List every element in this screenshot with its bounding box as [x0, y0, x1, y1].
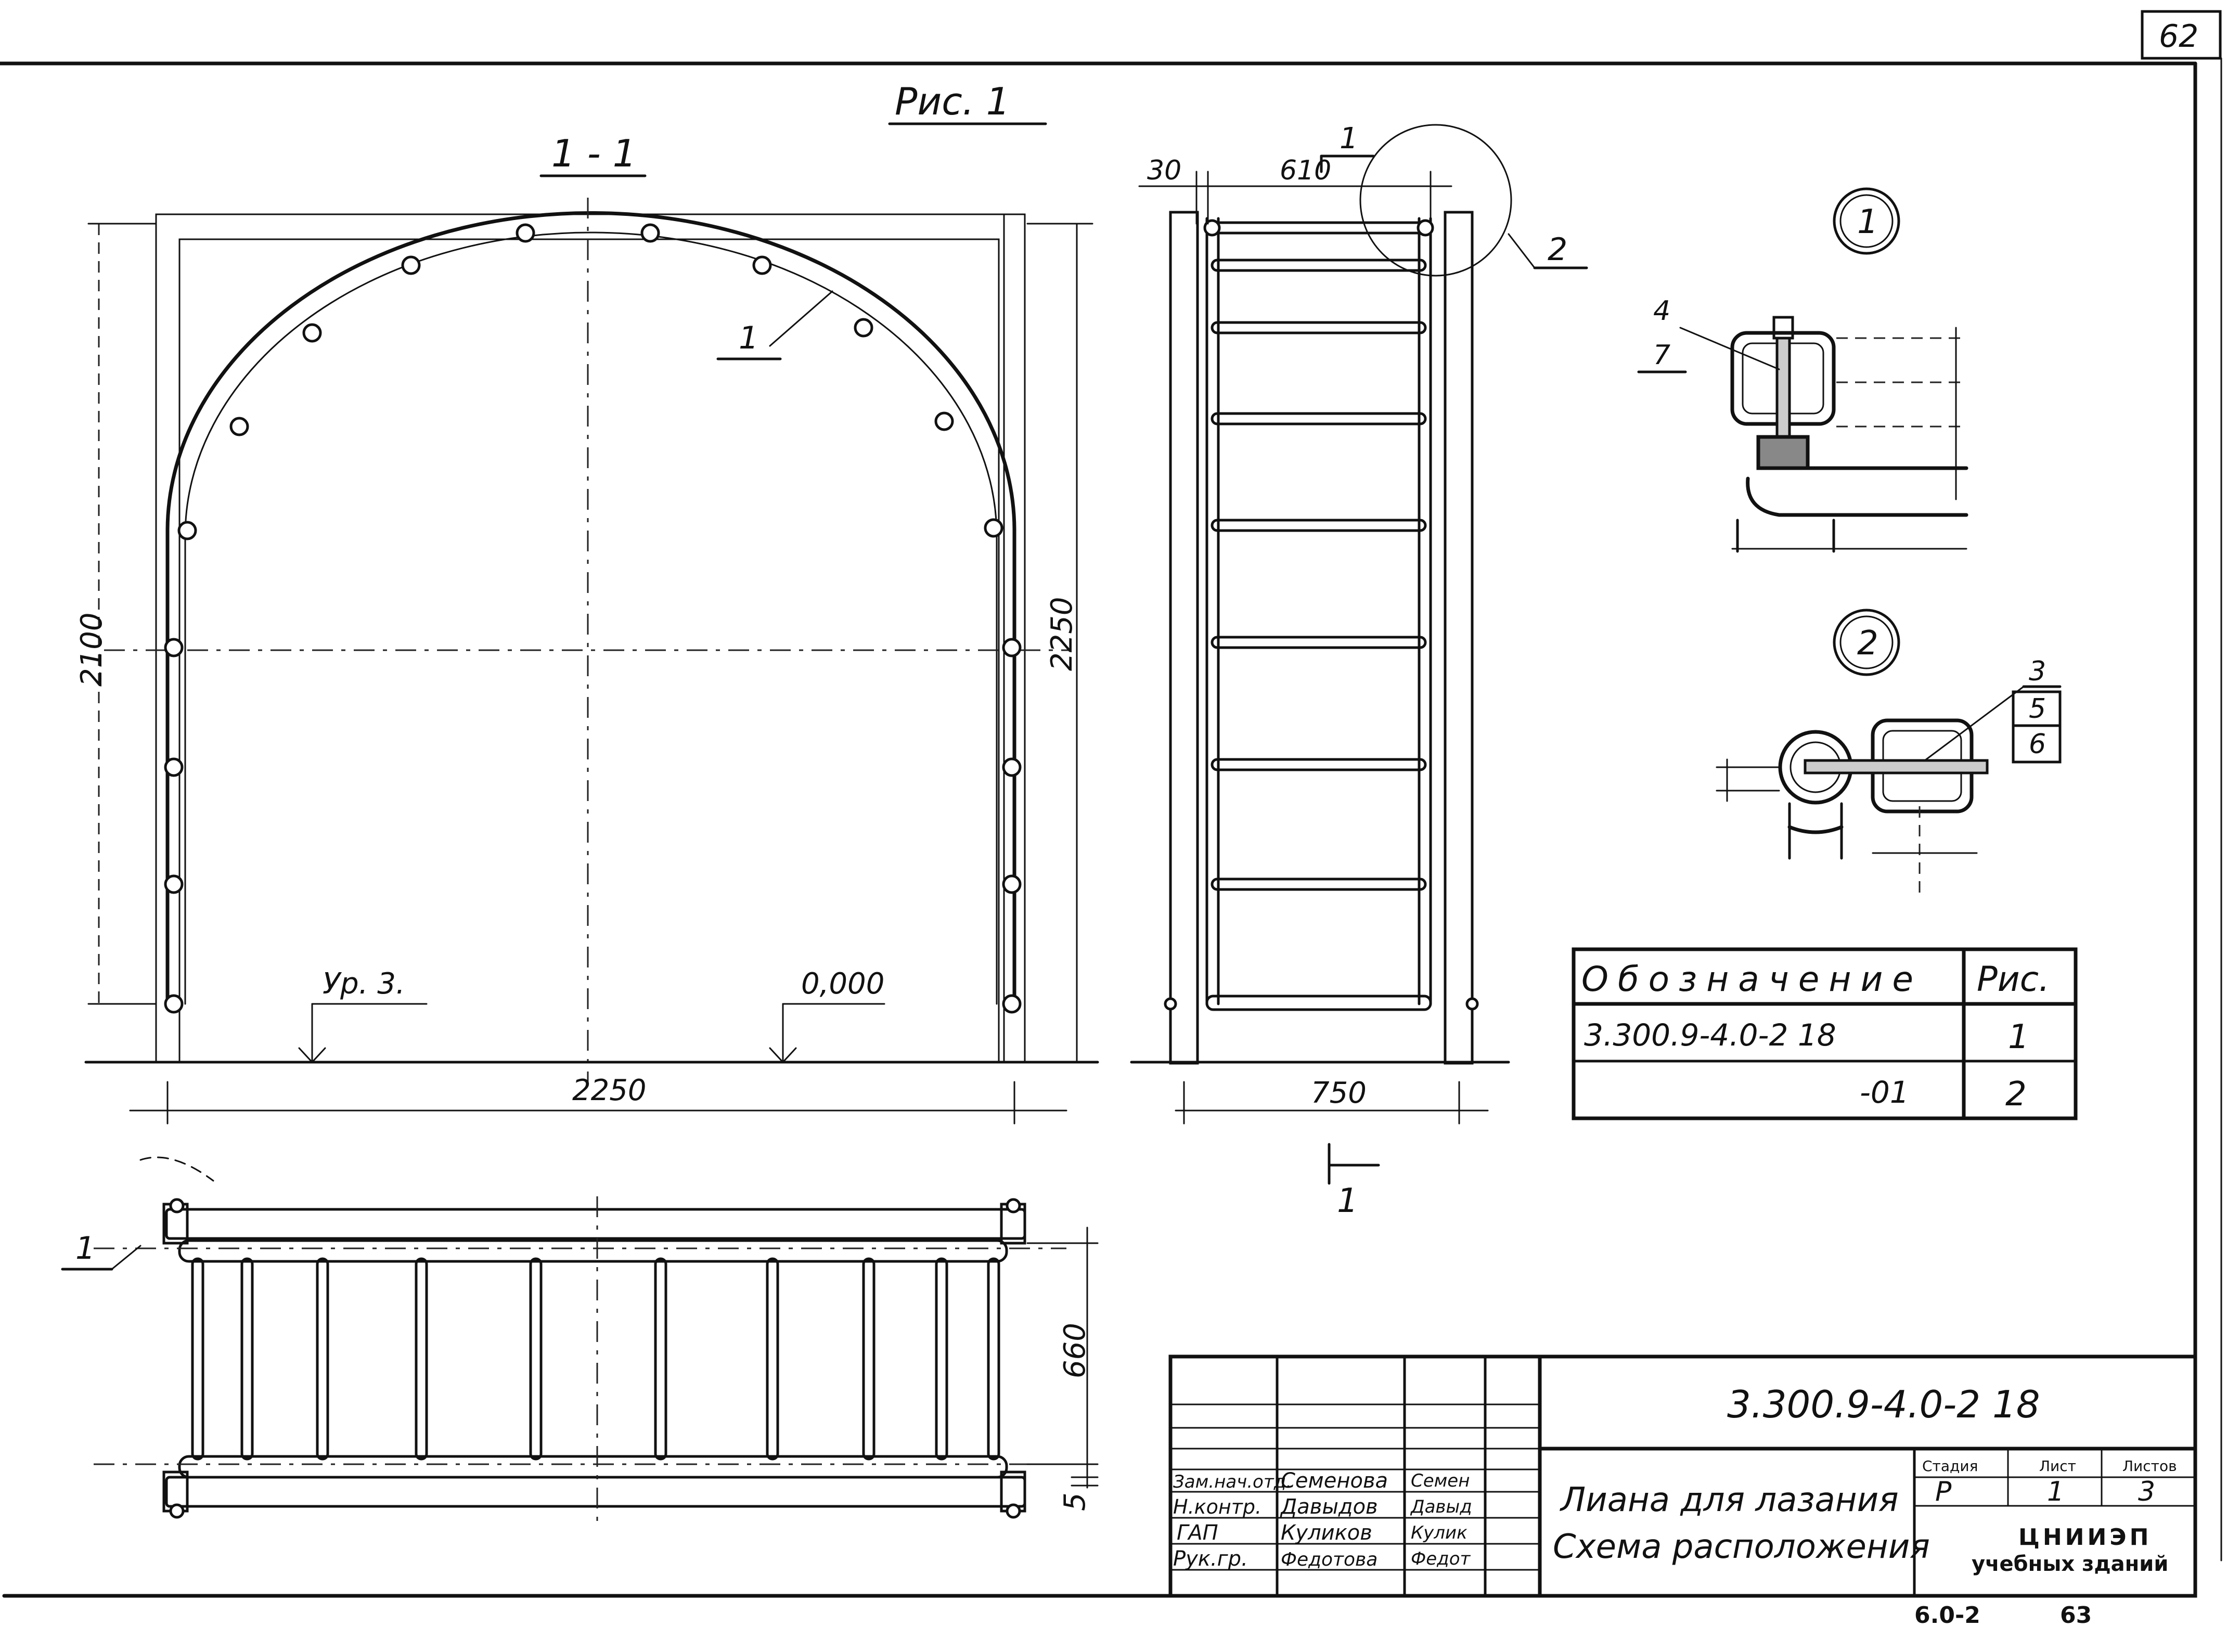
- signer-name-3: Куликов: [1281, 1521, 1372, 1545]
- table-row-2-fig: 2: [2005, 1075, 2027, 1114]
- signer-signature-2: Давыд: [1410, 1496, 1472, 1517]
- detail-node-2: 2 3 5 6: [1716, 609, 2062, 895]
- sheets-value: 3: [2138, 1476, 2155, 1507]
- sheet-frame: [0, 10, 2222, 1598]
- sheet-number-top: 62: [2159, 18, 2198, 55]
- plan-rungs: [191, 1257, 1000, 1461]
- signer-role-4: Рук.гр.: [1173, 1547, 1248, 1571]
- signer-name-1: Семенова: [1281, 1469, 1388, 1493]
- footer-right: 63: [2060, 1602, 2092, 1629]
- detail-1-pos-7: 7: [1653, 340, 1670, 371]
- table-header-designation: Обозначение: [1581, 959, 1923, 999]
- title-block: 3.300.9-4.0-2 18 Лиана для лазания Схема…: [1168, 1354, 2197, 1598]
- signer-role-3: ГАП: [1177, 1521, 1218, 1545]
- dim-height-right: 2250: [1045, 597, 1079, 671]
- plan-view: 1 660 5: [61, 1156, 1099, 1524]
- arch-bolts: [164, 223, 1022, 1014]
- table-row-1-designation: 3.300.9-4.0-2 18: [1584, 1017, 1836, 1053]
- detail-node-1: 1 4 7: [1637, 187, 1968, 553]
- signer-name-2: Давыдов: [1280, 1495, 1378, 1519]
- dim-top-610: 610: [1280, 155, 1331, 186]
- signer-signature-1: Семен: [1411, 1470, 1470, 1491]
- dim-top-30: 30: [1147, 155, 1181, 186]
- side-view: 2 30 610 1 750 1: [1130, 122, 1588, 1220]
- sheets-header: Листов: [2122, 1457, 2177, 1475]
- callout-arc: 1: [739, 320, 758, 356]
- cut-marker-top: 1: [1340, 122, 1358, 156]
- detail-2-pos-6: 6: [2029, 729, 2046, 760]
- detail-1-label: 1: [1857, 203, 1878, 241]
- signer-signature-3: Кулик: [1411, 1522, 1467, 1543]
- ladder-rungs: [1205, 221, 1432, 1011]
- signer-role-2: Н.контр.: [1173, 1495, 1261, 1518]
- stage-value: Р: [1935, 1476, 1952, 1507]
- detail-2-label: 2: [1857, 624, 1878, 663]
- footer-left: 6.0-2: [1914, 1602, 1980, 1629]
- org-line-2: учебных зданий: [1972, 1552, 2168, 1576]
- dim-width: 2250: [572, 1074, 647, 1107]
- front-view: 2100 2250 2250 1 Ур. 3. 0,000: [75, 198, 1099, 1125]
- level-right: 0,000: [801, 967, 884, 1001]
- dim-height-left: 2100: [75, 612, 109, 687]
- dim-width-750: 750: [1311, 1076, 1367, 1110]
- level-left: Ур. 3.: [323, 967, 405, 1001]
- figure-title: Рис. 1: [895, 80, 1010, 123]
- table-header-fig: Рис.: [1977, 959, 2050, 999]
- sheet-value: 1: [2047, 1476, 2064, 1507]
- signer-signature-4: Федот: [1411, 1548, 1471, 1569]
- table-row-2-designation: -01: [1860, 1075, 1909, 1110]
- designation-table: Обозначение Рис. 3.300.9-4.0-2 18 1 -01 …: [1572, 947, 2078, 1120]
- signer-role-1: Зам.нач.отд.: [1173, 1472, 1292, 1492]
- doc-code: 3.300.9-4.0-2 18: [1727, 1383, 2040, 1426]
- section-label: 1 - 1: [551, 132, 636, 175]
- detail-1-pos-4: 4: [1653, 295, 1670, 327]
- org-line-1: ЦНИИЭП: [2018, 1524, 2152, 1551]
- plan-dim-5: 5: [1058, 1492, 1092, 1511]
- cut-marker-bottom: 1: [1337, 1182, 1358, 1220]
- detail-2-pos-5: 5: [2029, 693, 2046, 725]
- callout-node-2: 2: [1548, 231, 1567, 268]
- title-line-1: Лиана для лазания: [1560, 1481, 1899, 1519]
- stage-header: Стадия: [1922, 1457, 1978, 1475]
- plan-callout-1: 1: [75, 1230, 95, 1267]
- table-row-1-fig: 1: [2008, 1018, 2029, 1056]
- signer-name-4: Федотова: [1281, 1549, 1378, 1570]
- detail-2-pos-3: 3: [2029, 656, 2046, 687]
- sheet-header: Лист: [2039, 1457, 2076, 1475]
- title-line-2: Схема расположения: [1553, 1528, 1930, 1566]
- plan-dim-660: 660: [1058, 1323, 1092, 1378]
